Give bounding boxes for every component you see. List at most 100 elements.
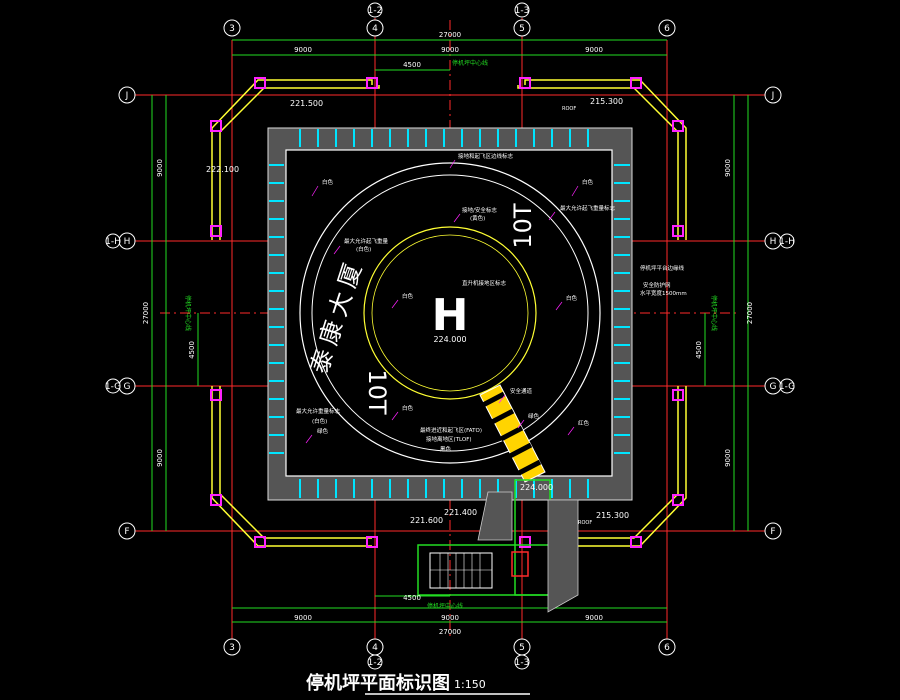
note-top: 接地和起飞区边线标志 bbox=[458, 152, 514, 160]
dim-left-span-2: 9000 bbox=[156, 449, 164, 467]
column-12 bbox=[254, 536, 266, 548]
note-right-side-3: 水平宽度1500mm bbox=[640, 289, 687, 297]
axis-left-sub-1-label: 1-H bbox=[105, 237, 121, 247]
axis-top-3-circle bbox=[223, 19, 241, 37]
axis-left-F-label: F bbox=[124, 527, 129, 537]
dim-left-span-1: 9000 bbox=[156, 159, 164, 177]
axis-top-3-label: 3 bbox=[229, 24, 235, 34]
axis-right-sub-2: 1-G bbox=[779, 378, 795, 394]
dim-top-half: 4500 bbox=[403, 61, 421, 69]
axis-bottom-sub-1: 1-2 bbox=[367, 654, 383, 670]
column-13 bbox=[366, 536, 378, 548]
dim-right-span-1: 9000 bbox=[724, 159, 732, 177]
elev-tr-roof: 215.300 bbox=[590, 97, 623, 106]
dim-left-note: 停机坪中心线 bbox=[184, 295, 192, 331]
dimension-lines bbox=[151, 39, 749, 623]
axis-top-6: 6 bbox=[658, 19, 676, 37]
dim-bottom-span-1: 9000 bbox=[294, 614, 312, 622]
axis-right-J-label: J bbox=[771, 91, 775, 101]
elev-center: 224.000 bbox=[433, 335, 466, 344]
axis-top-4: 4 bbox=[366, 19, 384, 37]
dim-right-span-2: 9000 bbox=[724, 449, 732, 467]
axis-top-sub-2: 1-3 bbox=[514, 2, 530, 18]
note-mid-center-1: 接地/安全标志 bbox=[462, 206, 497, 214]
dim-right-total: 27000 bbox=[746, 302, 754, 324]
column-8 bbox=[210, 389, 222, 401]
note-bottom-center-3: 黑色 bbox=[440, 445, 452, 453]
axis-right-J-circle bbox=[764, 86, 782, 104]
elev-stair-top: 224.000 bbox=[520, 483, 553, 492]
structural-columns bbox=[210, 77, 684, 548]
note-color-2: 白色 bbox=[582, 178, 594, 186]
note-right-side-1: 停机坪平台边缘线 bbox=[640, 264, 685, 272]
note-bottom-1: 最大允许重量标志 bbox=[296, 407, 341, 415]
axis-right-F-circle bbox=[764, 522, 782, 540]
axis-left-F-circle bbox=[118, 522, 136, 540]
axis-top-6-circle bbox=[658, 19, 676, 37]
axis-top-sub-1: 1-2 bbox=[367, 2, 383, 18]
axis-bottom-6-circle bbox=[658, 638, 676, 656]
column-7 bbox=[672, 225, 684, 237]
note-safety: 安全通道 bbox=[510, 387, 533, 395]
note-color-5: 白色 bbox=[402, 404, 414, 412]
axis-bottom-6-label: 6 bbox=[664, 643, 670, 653]
dim-bottom-center-note: 停机坪中心线 bbox=[427, 602, 463, 610]
axis-right-sub-2-label: 1-G bbox=[779, 382, 795, 392]
annotation-labels: 接地和起飞区边线标志 最大允许起飞重量 (白色) 接地/安全标志 (黄色) 最大… bbox=[296, 152, 687, 453]
note-mid-right-1: 最大允许起飞重量标志 bbox=[560, 204, 616, 212]
note-bottom-2: (白色) bbox=[312, 417, 327, 425]
axis-top-5: 5 bbox=[513, 19, 531, 37]
axis-top-4-label: 4 bbox=[372, 24, 378, 34]
column-4 bbox=[210, 120, 222, 132]
axis-left-sub-1: 1-H bbox=[105, 233, 121, 249]
column-6 bbox=[210, 225, 222, 237]
dim-top-span-1: 9000 bbox=[294, 46, 312, 54]
note-color-1: 白色 bbox=[322, 178, 334, 186]
column-3 bbox=[630, 77, 642, 89]
note-bottom-center-1: 最终进近和起飞区(FATO) bbox=[420, 426, 482, 434]
axis-right-sub-1-circle bbox=[779, 233, 795, 249]
axis-right-sub-2-circle bbox=[779, 378, 795, 394]
column-2 bbox=[519, 77, 531, 89]
note-color-8: 红色 bbox=[578, 419, 590, 427]
note-color-3: 白色 bbox=[402, 292, 414, 300]
note-color-6: 绿色 bbox=[317, 427, 329, 435]
column-10 bbox=[210, 494, 222, 506]
column-15 bbox=[630, 536, 642, 548]
column-14 bbox=[519, 536, 531, 548]
axis-top-6-label: 6 bbox=[664, 24, 670, 34]
elev-roof-tag-bottom: ROOF bbox=[578, 520, 592, 526]
dim-bottom-total: 27000 bbox=[439, 628, 461, 636]
safety-walkway bbox=[479, 384, 546, 483]
axis-left-G-label: G bbox=[124, 382, 131, 392]
axis-left-G: G bbox=[118, 377, 136, 395]
axis-top-sub-2-circle bbox=[514, 2, 530, 18]
axis-bottom-3-circle bbox=[223, 638, 241, 656]
elev-br-roof: 215.300 bbox=[596, 511, 629, 520]
weight-mark-left: 10T bbox=[363, 369, 391, 415]
axis-left-J-label: J bbox=[125, 91, 129, 101]
drawing-title-block: 停机坪平面标识图 1:150 bbox=[306, 672, 530, 695]
dim-left-total: 27000 bbox=[142, 302, 150, 324]
axis-left-J-circle bbox=[118, 86, 136, 104]
note-color-4: 白色 bbox=[566, 294, 578, 302]
axis-bottom-5-label: 5 bbox=[519, 643, 525, 653]
axis-left-H-label: H bbox=[124, 237, 131, 247]
axis-top-sub-1-circle bbox=[367, 2, 383, 18]
elevation-texts: 221.500 222.100 215.300 ROOF 224.000 224… bbox=[206, 97, 629, 526]
axis-top-5-label: 5 bbox=[519, 24, 525, 34]
column-11 bbox=[672, 494, 684, 506]
axis-bottom-5: 5 bbox=[513, 638, 531, 656]
dim-bottom-span-3: 9000 bbox=[585, 614, 603, 622]
axis-right-J: J bbox=[764, 86, 782, 104]
elev-bl-roof-a: 221.600 bbox=[410, 516, 443, 525]
axis-right-sub-1-label: 1-H bbox=[779, 237, 795, 247]
axis-right-F-label: F bbox=[770, 527, 775, 537]
dim-top-span-2: 9000 bbox=[441, 46, 459, 54]
leader-lines bbox=[305, 159, 579, 444]
axis-top-4-circle bbox=[366, 19, 384, 37]
axis-bottom-sub-2: 1-3 bbox=[514, 654, 530, 670]
axis-right-G-label: G bbox=[770, 382, 777, 392]
